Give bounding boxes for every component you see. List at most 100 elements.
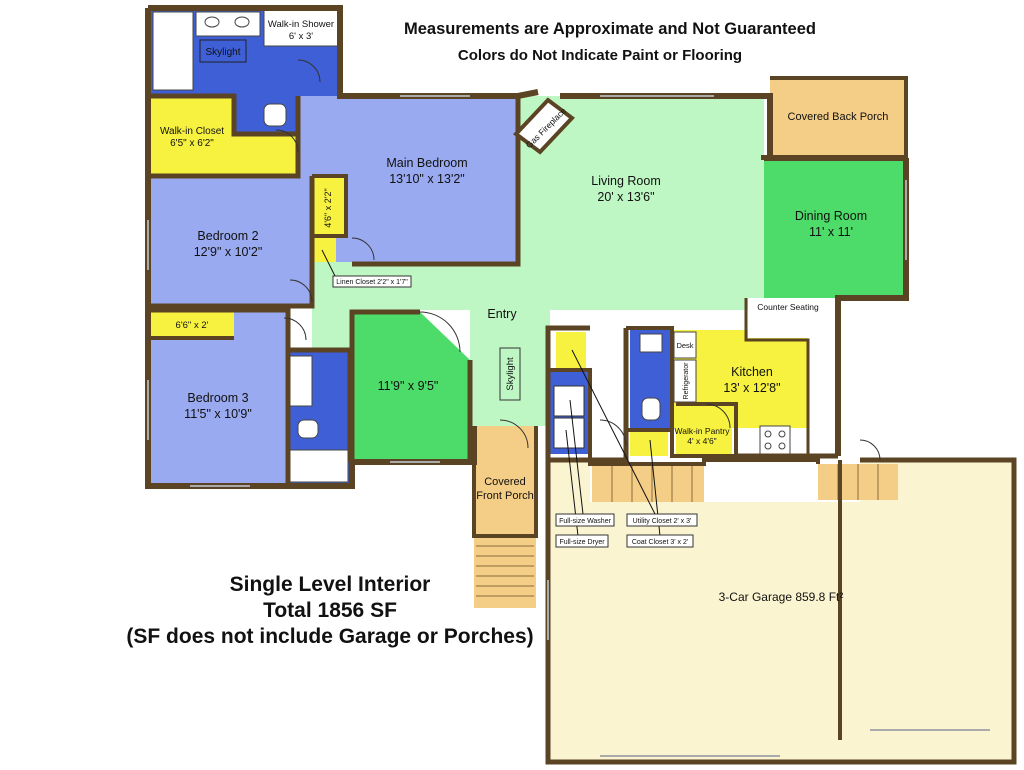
living-room-label: Living Room <box>591 174 660 188</box>
back-porch-area <box>770 78 906 158</box>
interior-wall <box>546 328 629 463</box>
closet-4x2-label: 4'6" x 2'2" <box>323 188 333 227</box>
sink-hb <box>639 333 663 353</box>
interior-wall <box>148 96 301 179</box>
kitchen-label: Kitchen <box>731 365 773 379</box>
stove-icon <box>759 425 791 455</box>
skylight-hall-box <box>499 347 521 401</box>
door-swing <box>499 419 529 449</box>
walkin-closet-area <box>148 96 234 176</box>
summary-line2: Total 1856 SF <box>263 599 397 622</box>
sink-icon <box>234 16 250 28</box>
interior-wall <box>744 298 810 456</box>
skylight-label: Skylight <box>205 47 240 58</box>
main-bedroom-size: 13'10" x 13'2" <box>389 172 465 186</box>
linen-closet-tag <box>332 275 412 288</box>
garage-wall <box>588 458 820 466</box>
skylight-hall-label: Skylight <box>505 357 516 391</box>
dryer-label: Full-size Dryer <box>559 539 605 546</box>
front-porch-label-1: Covered <box>484 476 526 488</box>
pantry-size: 4' x 4'6" <box>687 436 716 446</box>
door-swing <box>599 419 627 447</box>
coat-closet-label: Coat Closet 3' x 2' <box>632 539 688 546</box>
counter-seating-area <box>748 298 834 338</box>
dryer-icon <box>553 417 585 449</box>
vanity-hall <box>289 355 313 407</box>
exterior-wall <box>761 155 906 161</box>
linen-closet-area <box>312 238 336 262</box>
tub-master <box>152 11 194 91</box>
washer-icon <box>553 385 585 417</box>
skylight-box <box>199 39 247 63</box>
dryer-tag <box>555 534 609 548</box>
toilet-icon <box>641 397 661 421</box>
interior-wall <box>545 325 590 460</box>
dining-room-area <box>764 158 906 298</box>
toilet-icon <box>297 419 319 439</box>
garage-steps <box>592 466 704 502</box>
door-swing <box>283 317 307 341</box>
office-area <box>352 312 470 460</box>
summary-line3: (SF does not include Garage or Porches) <box>126 625 534 648</box>
closet-6x2-area <box>150 312 234 338</box>
interior-wall <box>312 174 348 238</box>
utility-closet-area <box>556 332 586 370</box>
walkin-shower-size: 6' x 3' <box>289 31 313 42</box>
interior-wall <box>349 309 420 460</box>
front-stairs <box>474 536 536 608</box>
door-swing <box>351 237 375 261</box>
entry-label: Entry <box>487 307 517 321</box>
utility-closet-label: Utility Closet 2' x 3' <box>633 518 692 525</box>
garage-wall <box>545 457 1017 765</box>
closet-4x2-area <box>312 178 344 236</box>
summary-line1: Single Level Interior <box>229 573 431 596</box>
disclaimer-line1: Measurements are Approximate and Not Gua… <box>403 20 816 38</box>
walkin-closet-ext <box>234 134 298 176</box>
utility-closet-tag <box>626 513 698 527</box>
interior-wall <box>148 176 315 309</box>
linen-closet-label: Linen Closet 2'2" x 1'7" <box>336 279 408 286</box>
bedroom2-size: 12'9" x 10'2" <box>194 245 263 259</box>
dining-room-label: Dining Room <box>795 209 867 223</box>
door-swing <box>297 59 321 83</box>
porch-wall <box>472 426 538 538</box>
walkin-closet-size: 6'5" x 6'2" <box>170 138 214 149</box>
vanity-master <box>195 11 261 37</box>
mudroom-area <box>590 330 626 460</box>
door-swing <box>859 439 881 461</box>
sink-icon <box>204 16 220 28</box>
bedroom3-label: Bedroom 3 <box>187 391 248 405</box>
pantry-area <box>676 404 732 456</box>
door-swing <box>705 403 731 429</box>
kitchen-size: 13' x 12'8" <box>723 381 780 395</box>
washer-label: Full-size Washer <box>559 518 612 525</box>
exterior-wall <box>148 5 539 99</box>
back-porch-label: Covered Back Porch <box>788 111 889 123</box>
bedroom2-area <box>148 176 312 306</box>
coat-closet-area <box>630 432 668 456</box>
front-porch-area <box>474 426 536 536</box>
walkin-shower-label: Walk-in Shower <box>268 19 334 30</box>
disclaimer-line2: Colors do Not Indicate Paint or Flooring <box>457 47 743 64</box>
garage-label: 3-Car Garage 859.8 Ft² <box>719 590 844 604</box>
interior-wall <box>352 96 521 267</box>
toilet-icon <box>263 103 287 127</box>
gas-fireplace <box>513 97 575 155</box>
desk-label: Desk <box>676 341 693 350</box>
garage-area <box>548 460 1014 762</box>
bedroom3-size: 11'5" x 10'9" <box>184 407 252 421</box>
living-room-size: 20' x 13'6" <box>597 190 654 204</box>
main-bedroom-label: Main Bedroom <box>386 156 467 170</box>
dining-room-size: 11' x 11' <box>809 225 853 239</box>
refrigerator-label: Refrigerator <box>683 362 690 400</box>
tub-hall <box>289 449 349 483</box>
interior-wall <box>626 326 674 432</box>
back-porch-wall <box>770 76 908 158</box>
door-swing <box>419 311 461 353</box>
door-swing <box>289 279 313 303</box>
washer-tag <box>555 513 615 527</box>
pantry-label: Walk-in Pantry <box>675 426 731 436</box>
front-porch-label-2: Front Porch <box>476 490 533 502</box>
kitchen-counter-right <box>808 338 836 456</box>
